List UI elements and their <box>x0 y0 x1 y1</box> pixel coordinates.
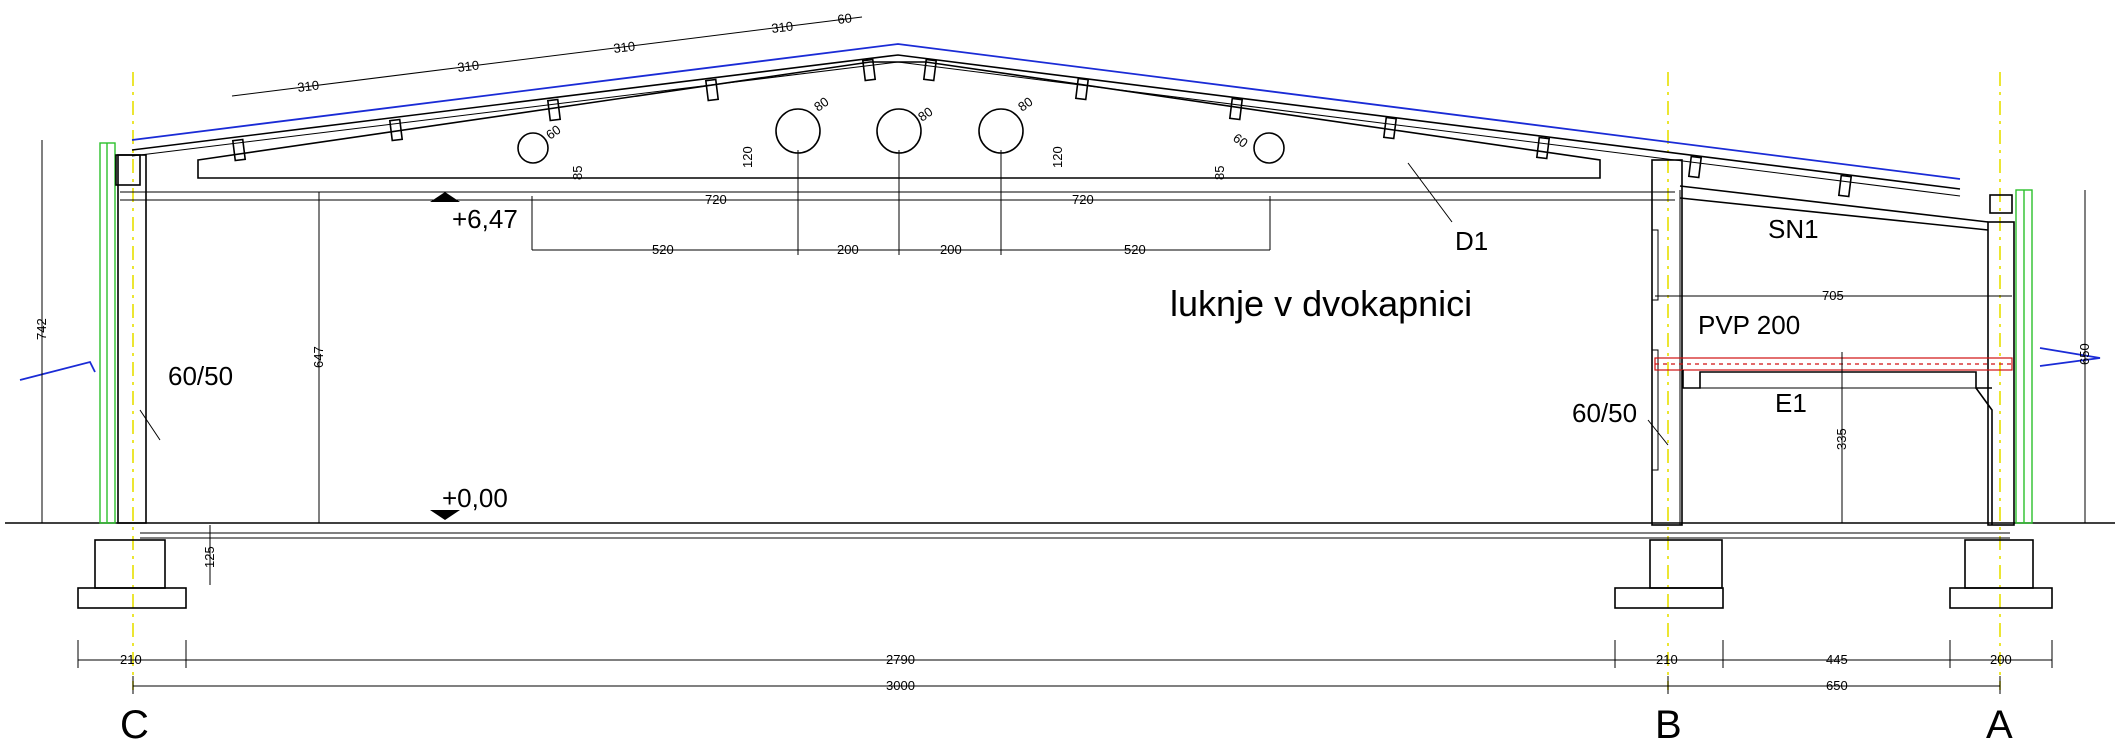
dim-purlin-end: 60 <box>837 10 853 27</box>
dim-span-right: 720 <box>1072 192 1094 207</box>
dim-height-right: 650 <box>2077 343 2092 365</box>
dim-purlin-4: 310 <box>771 18 794 36</box>
foundations <box>77 539 2053 609</box>
gutters <box>19 347 2101 381</box>
dim-seg-1: 520 <box>652 242 674 257</box>
level-markers <box>430 192 460 520</box>
dim-span-left: 720 <box>705 192 727 207</box>
level-ground: +0,00 <box>442 483 508 513</box>
dim-bot-4: 445 <box>1826 652 1848 667</box>
axis-b: B <box>1655 703 1682 745</box>
roof <box>131 43 1961 197</box>
dim-slab-height: 335 <box>1834 428 1849 450</box>
dim-height-clear: 647 <box>311 346 326 368</box>
girder-holes <box>517 108 1285 164</box>
dim-seg-4: 520 <box>1124 242 1146 257</box>
dim-purlin-1: 310 <box>297 77 320 95</box>
grid-axis-lines <box>132 72 2001 690</box>
axis-a: A <box>1986 703 2013 745</box>
dim-slab-span: 705 <box>1822 288 1844 303</box>
dim-edge-right: 85 <box>1212 166 1227 180</box>
level-top: +6,47 <box>452 204 518 234</box>
label-col-mid: 60/50 <box>1572 398 1637 428</box>
label-girder-d1: D1 <box>1455 226 1488 256</box>
label-beam-e1: E1 <box>1775 388 1807 418</box>
dim-bot-1: 210 <box>120 652 142 667</box>
dimension-lines <box>41 16 2086 694</box>
dim-hole-1: 80 <box>811 94 831 115</box>
left-column-c <box>99 142 161 524</box>
dim-total-right: 650 <box>1826 678 1848 693</box>
dim-edge-left: 85 <box>570 166 585 180</box>
dim-edge-mid-right: 120 <box>1050 146 1065 168</box>
middle-column-b <box>1647 159 1683 526</box>
label-col-left: 60/50 <box>168 361 233 391</box>
right-column-a <box>1987 189 2033 526</box>
label-secondary-sn1: SN1 <box>1768 214 1819 244</box>
dim-seg-3: 200 <box>940 242 962 257</box>
dim-bot-5: 200 <box>1990 652 2012 667</box>
dim-seg-2: 200 <box>837 242 859 257</box>
dim-total-left: 3000 <box>886 678 915 693</box>
axis-c: C <box>120 703 149 745</box>
note-holes: luknje v dvokapnici <box>1170 283 1472 324</box>
beam-e1 <box>1682 370 1993 525</box>
dim-bot-2: 2790 <box>886 652 915 667</box>
label-slab: PVP 200 <box>1698 310 1800 340</box>
girder-d1 <box>120 61 1675 223</box>
slab-pvp200 <box>1654 357 2013 371</box>
dim-purlin-3: 310 <box>613 38 636 56</box>
dim-hole-2: 80 <box>915 104 935 125</box>
dim-footing: 125 <box>202 546 217 568</box>
dim-edge-mid-left: 120 <box>740 146 755 168</box>
secondary-beam-sn1 <box>1679 185 1989 525</box>
ground-line <box>5 522 2115 539</box>
dim-hole-small-left: 60 <box>543 122 563 143</box>
dim-hole-small-right: 60 <box>1230 130 1250 151</box>
dim-hole-3: 80 <box>1015 94 1035 115</box>
dim-height-total: 742 <box>34 318 49 340</box>
dim-purlin-2: 310 <box>457 57 480 75</box>
dim-bot-3: 210 <box>1656 652 1678 667</box>
purlins <box>231 58 1853 198</box>
